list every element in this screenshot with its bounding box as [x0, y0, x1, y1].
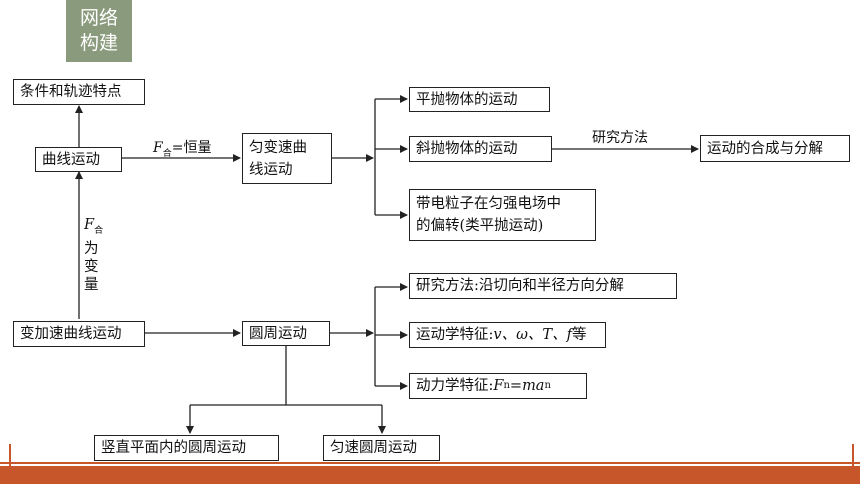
node-composition: 运动的合成与分解	[700, 135, 850, 162]
kinematic-vars: v、ω、T、f	[493, 327, 572, 343]
section-tag: 网络 构建	[66, 0, 132, 62]
edge-label-force-variable: F合 为变量	[84, 217, 104, 293]
footer-line	[0, 462, 860, 464]
node-conditions: 条件和轨迹特点	[13, 79, 145, 105]
edge-label-force-constant: F合=恒量	[153, 140, 212, 159]
footer-right-tick	[852, 444, 854, 466]
node-uniform-accel: 匀变速曲 线运动	[242, 133, 332, 184]
footer-left-tick	[9, 444, 11, 466]
node-charged-particle: 带电粒子在匀强电场中 的偏转(类平抛运动)	[409, 189, 596, 241]
section-tag-line1: 网络	[79, 7, 118, 29]
node-circular: 圆周运动	[242, 321, 330, 346]
node-projectile: 平抛物体的运动	[409, 87, 550, 112]
node-method: 研究方法:沿切向和半径方向分解	[409, 273, 677, 299]
node-vertical-circular: 竖直平面内的圆周运动	[94, 435, 279, 461]
node-oblique: 斜抛物体的运动	[409, 136, 552, 162]
node-variable-accel: 变加速曲线运动	[13, 321, 145, 347]
node-curve-motion: 曲线运动	[35, 147, 122, 172]
footer-bar	[0, 466, 860, 484]
edge-label-method: 研究方法	[592, 130, 648, 146]
section-tag-line2: 构建	[79, 32, 118, 54]
node-uniform-circular: 匀速圆周运动	[323, 435, 440, 461]
